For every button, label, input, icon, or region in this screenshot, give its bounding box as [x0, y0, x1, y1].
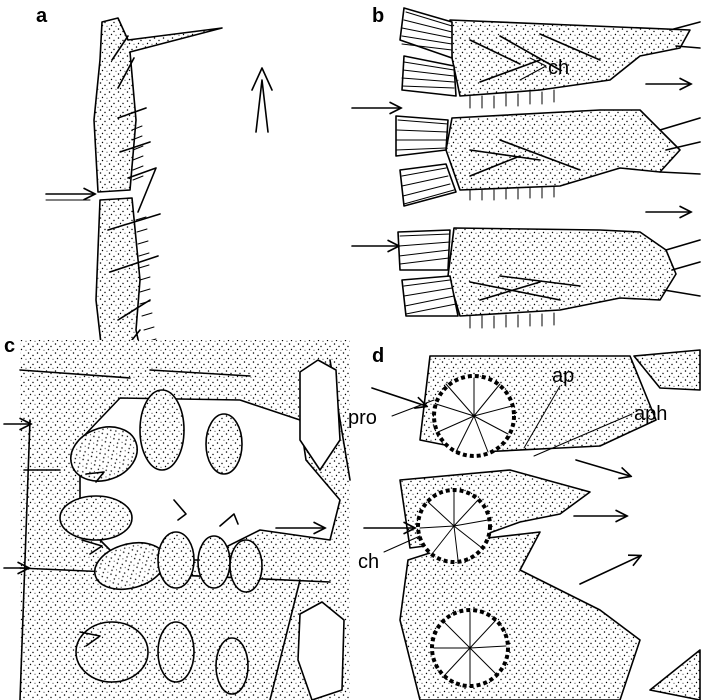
panel-b-row1-fan2 [402, 56, 456, 96]
panel-a-upward-arrow [252, 68, 272, 132]
panel-d-inflow-arrow-1 [372, 388, 426, 406]
panel-d-chamber-1 [434, 376, 514, 456]
panel-d: d ap pro aph ch [348, 345, 700, 700]
panel-d-tissue-lower [400, 532, 640, 700]
panel-letter-d: d [372, 345, 384, 367]
panel-c: c [4, 335, 350, 700]
panel-b-row3-fan2 [402, 276, 458, 316]
panel-a: a [36, 5, 272, 398]
label-ch-d: ch [358, 551, 379, 573]
panel-letter-b: b [372, 5, 384, 27]
panel-d-chamber-2 [418, 490, 490, 562]
panel-letter-a: a [36, 5, 48, 27]
panel-letter-c: c [4, 335, 15, 357]
label-ap: ap [552, 365, 574, 387]
panel-d-tissue-topright [634, 350, 700, 390]
panel-d-outflow-arrow-3 [580, 556, 640, 584]
panel-d-tissue-bottomright [650, 650, 700, 700]
label-aph: aph [634, 403, 667, 425]
panel-a-upper-segment [94, 18, 222, 192]
panel-d-chamber-3 [432, 610, 508, 686]
label-ch-b: ch [548, 57, 569, 79]
label-pro: pro [348, 407, 377, 429]
panel-b-row2-body [446, 110, 680, 190]
panel-b: b ch [352, 5, 700, 328]
panel-b-row3-body [448, 228, 676, 316]
panel-d-outflow-arrow-1 [576, 460, 630, 476]
